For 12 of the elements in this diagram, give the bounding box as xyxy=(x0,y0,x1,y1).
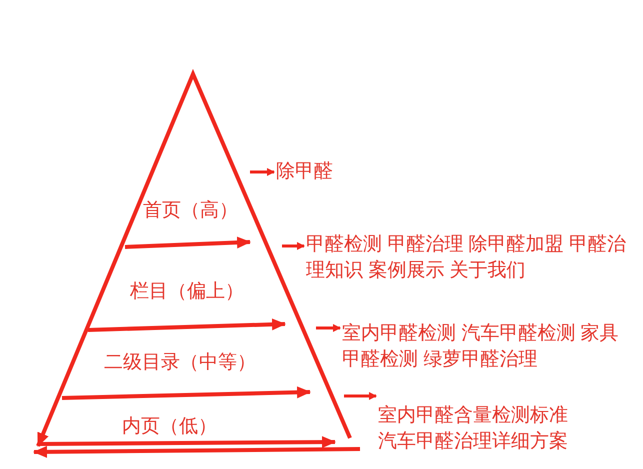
page-list-text: 除甲醛 xyxy=(276,159,356,185)
pyramid-level-label: 内页（低） xyxy=(122,414,232,440)
page-list-text: 甲醛检测 甲醛治理 除甲醛加盟 甲醛治理知识 案例展示 关于我们 xyxy=(306,232,626,284)
pyramid-level-label: 二级目录（中等） xyxy=(104,350,274,376)
pyramid-level-label: 栏目（偏上） xyxy=(130,279,260,305)
arrow xyxy=(316,324,341,332)
pyramid-level-label: 首页（高） xyxy=(143,198,253,224)
arrow xyxy=(250,168,275,176)
arrow xyxy=(344,392,377,400)
arrow xyxy=(282,242,305,250)
page-list-text: 室内甲醛含量检测标准汽车甲醛治理详细方案 xyxy=(378,403,578,455)
page-list-text: 室内甲醛检测 汽车甲醛检测 家具甲醛检测 绿萝甲醛治理 xyxy=(342,321,632,373)
